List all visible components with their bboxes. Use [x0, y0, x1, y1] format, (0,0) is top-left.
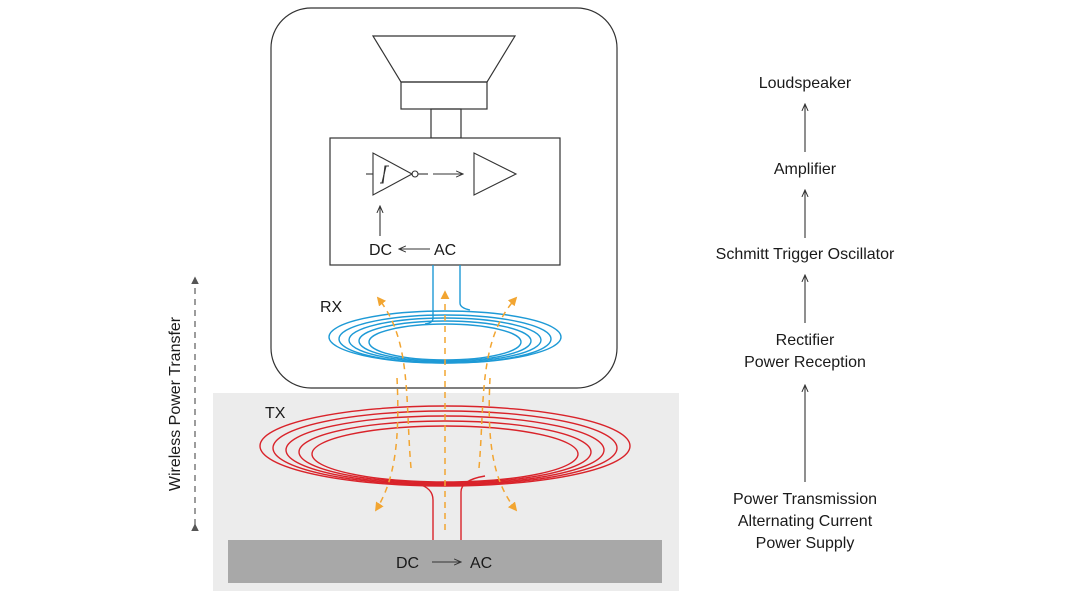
flow-step-alternating-current: Alternating Current: [738, 513, 873, 530]
magnetic-field-lines: [375, 290, 518, 530]
flow-step-schmitt-trigger-oscillator: Schmitt Trigger Oscillator: [716, 246, 895, 263]
flow-step-rectifier: Rectifier: [776, 332, 835, 349]
tx-ac-label: AC: [470, 555, 492, 572]
flow-step-power-transmission: Power Transmission: [733, 491, 877, 508]
rx-dc-label: DC: [369, 242, 392, 259]
tx-label: TX: [265, 405, 286, 422]
flow-step-power-reception: Power Reception: [744, 354, 866, 371]
signal-flow-chain: Loudspeaker Amplifier Schmitt Trigger Os…: [716, 75, 895, 552]
wireless-power-transfer-label: Wireless Power Transfer: [167, 316, 184, 491]
schmitt-trigger-icon: [366, 152, 428, 196]
rx-ac-label: AC: [434, 242, 456, 259]
flow-step-amplifier: Amplifier: [774, 161, 837, 178]
tx-dc-label: DC: [396, 555, 419, 572]
amplifier-icon: [473, 152, 518, 196]
flow-step-loudspeaker: Loudspeaker: [759, 75, 852, 92]
rx-label: RX: [320, 299, 343, 316]
circuit-block: [329, 137, 561, 266]
flow-step-power-supply: Power Supply: [756, 535, 855, 552]
